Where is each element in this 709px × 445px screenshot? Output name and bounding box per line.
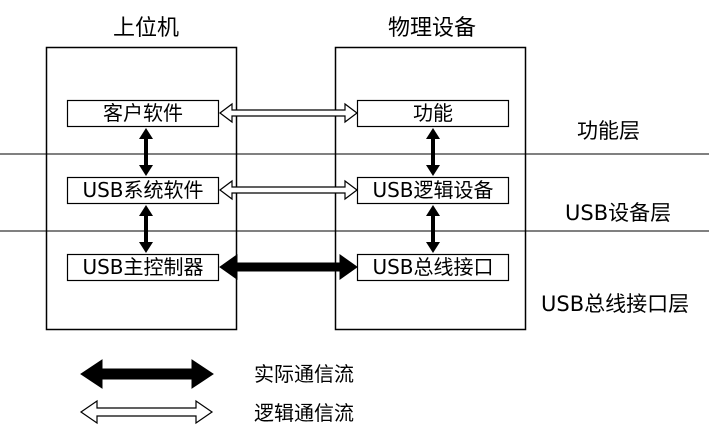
legend-actual-flow-label: 实际通信流 [254, 362, 354, 386]
usb-logical-device-label: USB逻辑设备 [372, 178, 494, 202]
legend-actual-flow-arrow [80, 359, 214, 389]
host-vertical-arrow-lower [139, 205, 153, 253]
layer-label-device: USB设备层 [565, 201, 672, 225]
layer-label-function: 功能层 [577, 119, 640, 143]
usb-system-software-label: USB系统软件 [82, 178, 204, 202]
device-vertical-arrow-upper [426, 128, 440, 176]
actual-arrow-bus-layer [219, 254, 358, 280]
host-column-title: 上位机 [112, 16, 179, 41]
usb-logical-device-box [356, 176, 510, 205]
client-software-label: 客户软件 [103, 101, 183, 125]
legend-logical-flow-label: 逻辑通信流 [254, 401, 354, 425]
device-vertical-arrow-lower [426, 205, 440, 253]
device-column-title: 物理设备 [387, 16, 476, 41]
usb-system-software-box [66, 176, 220, 205]
logical-arrow-function-layer [219, 102, 358, 124]
usb-host-controller-box [66, 253, 220, 282]
legend-logical-flow-arrow [79, 399, 214, 425]
usb-host-controller-label: USB主控制器 [82, 255, 204, 279]
host-vertical-arrow-upper [139, 128, 153, 176]
logical-arrow-device-layer [219, 179, 358, 201]
usb-bus-interface-box [356, 253, 510, 282]
client-software-box [66, 99, 220, 128]
function-box [356, 99, 510, 128]
function-label: 功能 [413, 101, 453, 125]
usb-bus-interface-label: USB总线接口 [372, 255, 494, 279]
layer-label-bus-interface: USB总线接口层 [541, 292, 690, 316]
